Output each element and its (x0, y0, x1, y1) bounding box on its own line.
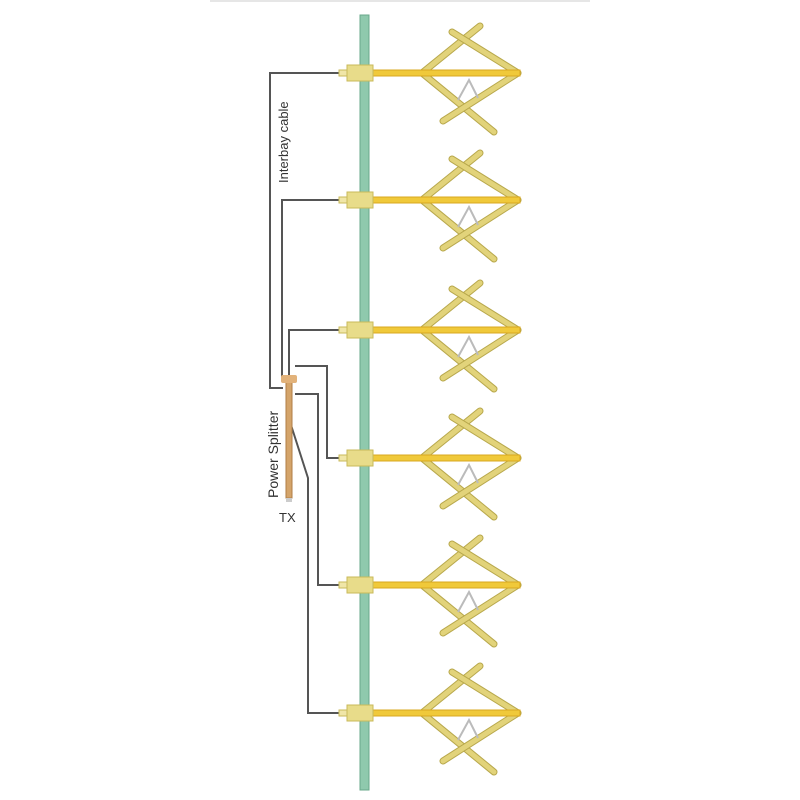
boom (371, 581, 521, 589)
boom (371, 326, 521, 334)
antenna-bay (338, 149, 522, 263)
boom (371, 709, 521, 717)
dipole (457, 462, 479, 486)
cable-connector (338, 581, 348, 589)
mast (359, 14, 370, 791)
bay-connector-box (346, 191, 374, 209)
boom (371, 69, 521, 77)
interbay-cable-label: Interbay cable (276, 101, 291, 183)
dipole (457, 334, 479, 358)
dipole (457, 77, 479, 101)
dipole (457, 204, 479, 228)
interbay-cable (290, 424, 339, 714)
boom (371, 454, 521, 462)
interbay-cable (269, 72, 339, 389)
antenna-bay (338, 407, 522, 521)
bay-connector-box (346, 576, 374, 594)
power-splitter (281, 375, 297, 502)
cable-connector (338, 196, 348, 204)
antenna-bay (338, 279, 522, 393)
cable-connector (338, 454, 348, 462)
cable-connector (338, 326, 348, 334)
antenna-bay (338, 22, 522, 136)
interbay-cables (269, 72, 339, 714)
power-splitter-label: Power Splitter (265, 411, 281, 498)
antenna-bays (338, 22, 522, 776)
antenna-bay (338, 534, 522, 648)
boom (371, 196, 521, 204)
cable-connector (338, 709, 348, 717)
interbay-cable (295, 365, 339, 459)
bay-connector-box (346, 704, 374, 722)
tx-label: TX (279, 510, 296, 525)
interbay-cable (295, 393, 339, 586)
bay-connector-box (346, 449, 374, 467)
cable-connector (338, 69, 348, 77)
interbay-cable (281, 199, 339, 378)
antenna-bay (338, 662, 522, 776)
dipole (457, 717, 479, 741)
bay-connector-box (346, 321, 374, 339)
bay-connector-box (346, 64, 374, 82)
interbay-cable (288, 329, 339, 378)
dipole (457, 589, 479, 613)
